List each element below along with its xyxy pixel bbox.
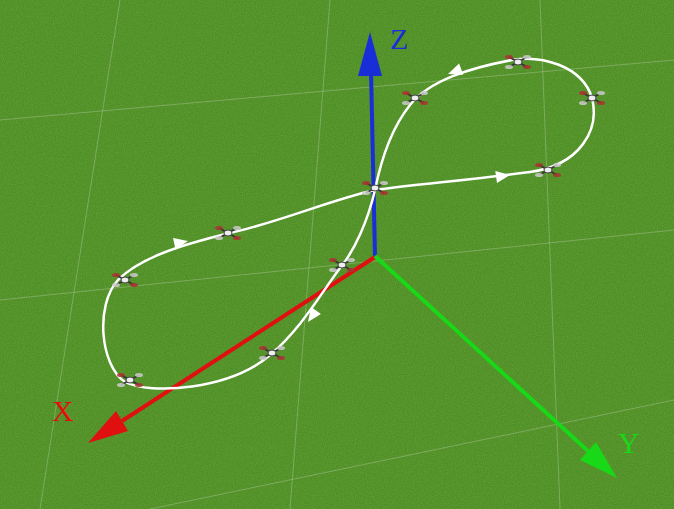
axis-label: X: [52, 396, 74, 426]
x-axis: [122, 257, 375, 421]
axis-label: Y: [618, 428, 640, 458]
trajectory-arrows: [173, 64, 511, 326]
axis-label: Z: [390, 24, 408, 54]
drones: [112, 55, 605, 387]
y-axis: [375, 256, 588, 451]
z-axis-head: [358, 32, 382, 76]
z-axis: [371, 70, 375, 256]
figure-eight-trajectory: [103, 59, 593, 389]
x-axis-head: [88, 411, 128, 443]
y-axis-head: [580, 442, 617, 478]
